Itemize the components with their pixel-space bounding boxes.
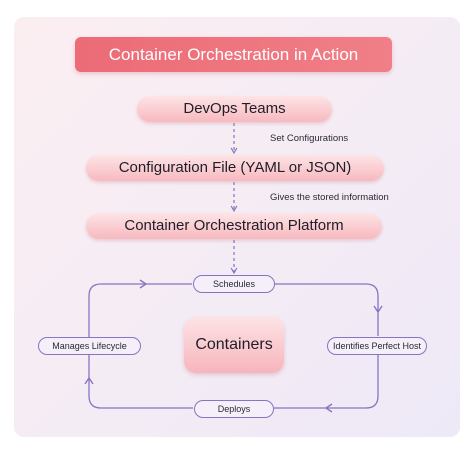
- node-devops-teams: DevOps Teams: [137, 96, 332, 122]
- diagram-title: Container Orchestration in Action: [75, 37, 392, 72]
- cycle-deploys-to-manages: [88, 354, 193, 409]
- cycle-arrowhead-top: [139, 279, 148, 289]
- stage-identifies-host: Identifies Perfect Host: [327, 337, 427, 355]
- cycle-arrowhead-right: [373, 305, 383, 314]
- cycle-arrowhead-bottom: [324, 403, 333, 413]
- cycle-identifies-to-deploys: [274, 355, 379, 409]
- stage-schedules: Schedules: [193, 275, 275, 293]
- edge-label-gives-info: Gives the stored information: [270, 192, 389, 203]
- node-orchestration-platform: Container Orchestration Platform: [86, 213, 382, 239]
- node-configuration-file: Configuration File (YAML or JSON): [86, 155, 384, 181]
- stage-deploys: Deploys: [194, 400, 274, 418]
- cycle-schedules-to-identifies: [274, 283, 379, 336]
- cycle-manages-to-schedules: [88, 283, 192, 337]
- node-containers: Containers: [184, 317, 284, 373]
- stage-manages-lifecycle: Manages Lifecycle: [38, 337, 141, 355]
- edge-label-set-configurations: Set Configurations: [270, 133, 349, 144]
- cycle-arrowhead-left: [84, 376, 94, 385]
